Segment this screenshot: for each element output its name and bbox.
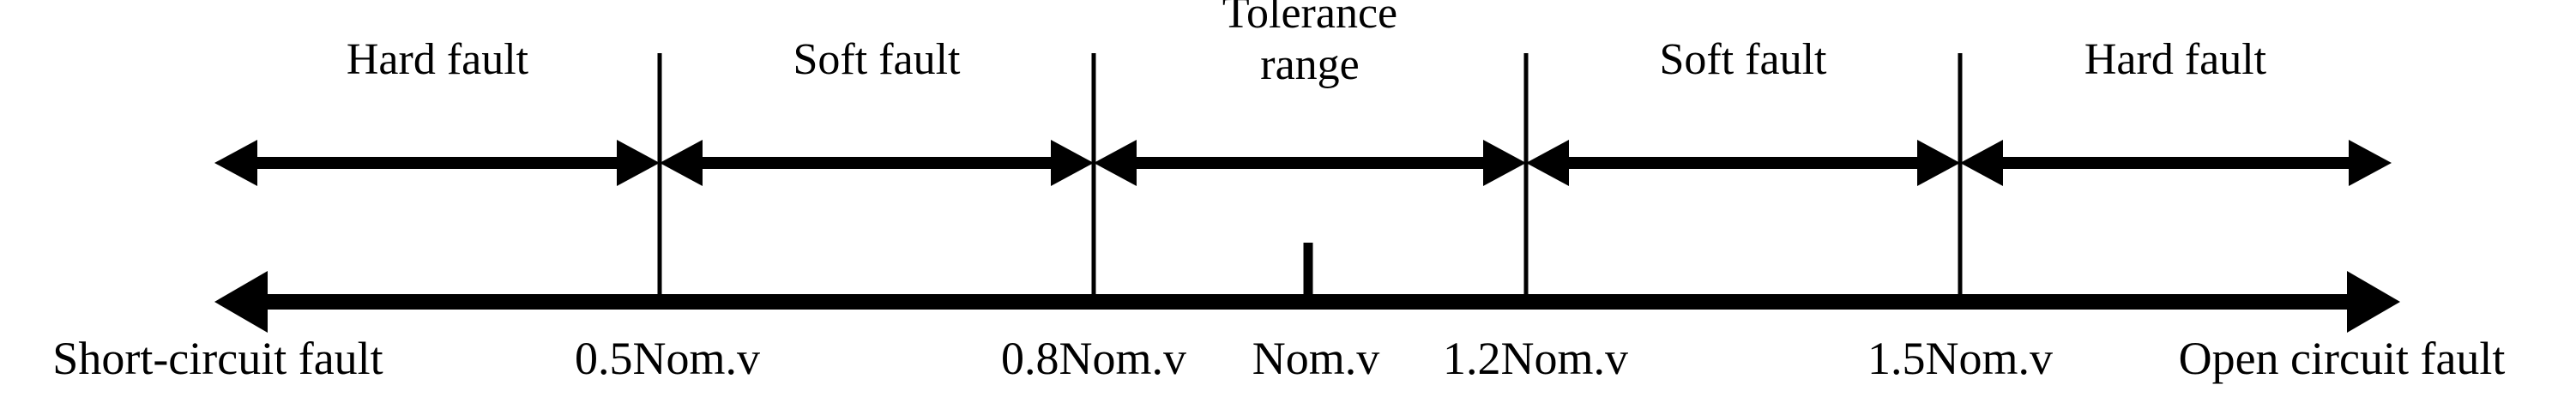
tick-label-0.8nom: 0.8Nom.v	[1001, 333, 1186, 384]
region-label-soft-fault-right: Soft fault	[1660, 34, 1827, 86]
region-label-text-line2: range	[1260, 40, 1360, 89]
region-label-tolerance-range: Tolerance range	[1181, 0, 1439, 91]
region-label-hard-fault-left: Hard fault	[347, 34, 528, 86]
tick-label-text: 0.8Nom.v	[1001, 333, 1186, 384]
main-axis	[214, 271, 2400, 333]
boundary-line-1.2nom	[1523, 53, 1529, 304]
axis-end-label-text: Short-circuit fault	[52, 333, 383, 384]
region-label-text: Soft fault	[1659, 35, 1827, 84]
tick-label-text: 0.5Nom.v	[575, 333, 760, 384]
tick-label-0.5nom: 0.5Nom.v	[575, 333, 760, 384]
nominal-value-tick	[1303, 243, 1313, 303]
region-label-text: Hard fault	[2084, 35, 2267, 84]
boundary-line-0.5nom	[657, 53, 662, 304]
tick-label-1.2nom: 1.2Nom.v	[1443, 333, 1628, 384]
boundary-line-1.5nom	[1958, 53, 1963, 304]
axis-end-label-text: Open circuit fault	[2178, 333, 2506, 384]
region-label-hard-fault-right: Hard fault	[2084, 34, 2266, 86]
region-label-text-line1: Tolerance	[1222, 0, 1398, 38]
region-label-text: Soft fault	[793, 35, 961, 84]
axis-label-open-circuit-fault: Open circuit fault	[2179, 333, 2506, 384]
tick-label-1.5nom: 1.5Nom.v	[1867, 333, 2053, 384]
axis-label-short-circuit-fault: Short-circuit fault	[52, 333, 383, 384]
tick-label-text: Nom.v	[1252, 333, 1380, 384]
tick-label-text: 1.2Nom.v	[1443, 333, 1628, 384]
region-label-text: Hard fault	[346, 35, 529, 84]
tick-label-nom: Nom.v	[1252, 333, 1380, 384]
tick-label-text: 1.5Nom.v	[1867, 333, 2053, 384]
boundary-line-0.8nom	[1091, 53, 1096, 304]
region-label-soft-fault-left: Soft fault	[793, 34, 961, 86]
